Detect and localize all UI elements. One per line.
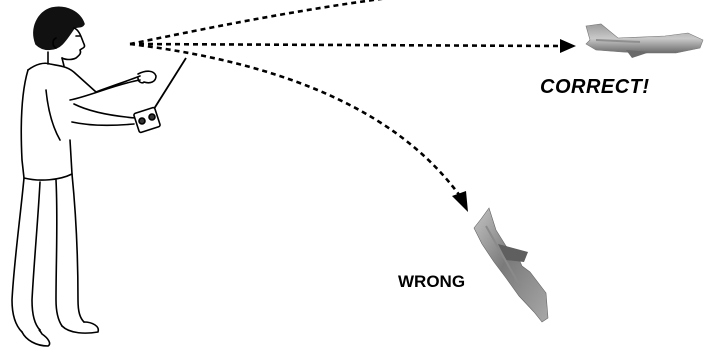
wrong-label: WRONG [398, 272, 466, 291]
airplane-icon-wrong [473, 207, 549, 323]
pilot-figure [11, 6, 157, 347]
airplane-icon-correct [585, 23, 704, 58]
trajectories [129, 0, 561, 197]
transmitter-icon [133, 57, 187, 134]
wrong-path [129, 42, 462, 197]
upward-path [129, 0, 383, 46]
correct-path [129, 42, 561, 48]
correct-label: CORRECT! [540, 76, 650, 98]
correct-arrowhead [560, 39, 576, 53]
wrong-arrowhead [452, 191, 468, 212]
